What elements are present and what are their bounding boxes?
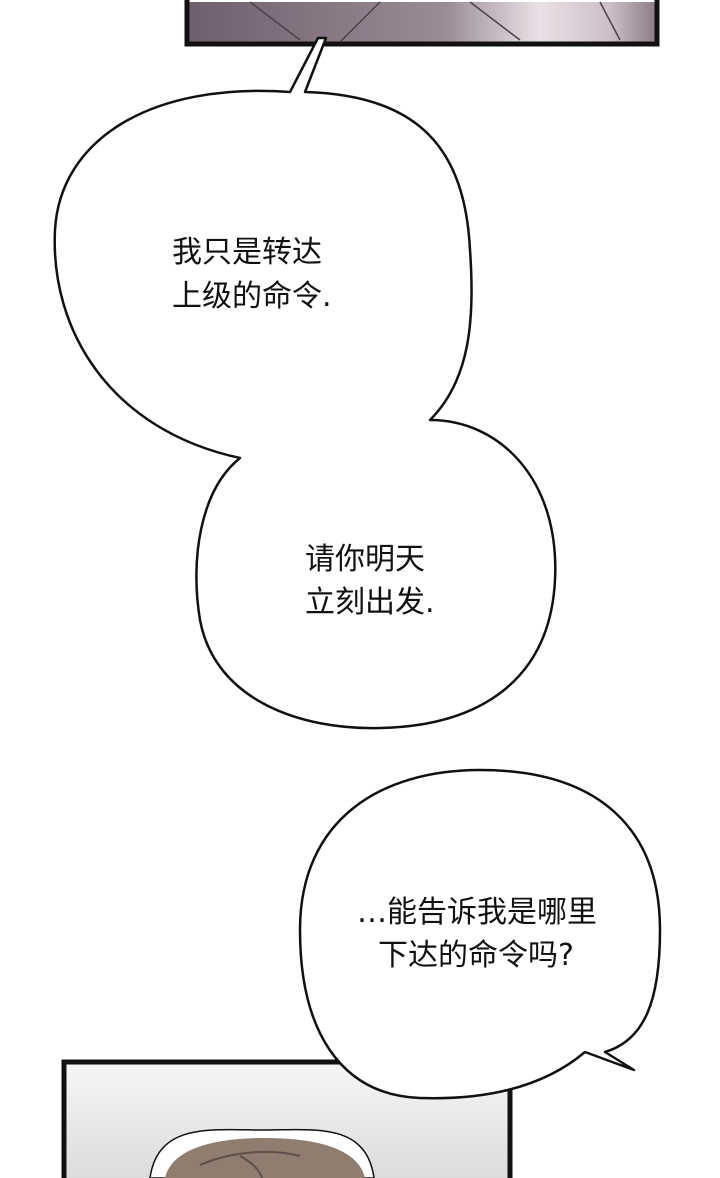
bubble-2-line-2: 立刻出发.	[305, 585, 435, 620]
speech-bubble-1-2	[53, 36, 557, 730]
top-panel	[184, 0, 660, 47]
character-hair	[165, 1138, 365, 1178]
bottom-panel	[61, 1059, 513, 1178]
bubble-2-line-1: 请你明天	[305, 542, 425, 577]
bubble-3-line-1: …能告诉我是哪里	[357, 895, 597, 930]
bubble-1-line-2: 上级的命令.	[172, 279, 332, 314]
speech-bubble-3	[298, 768, 662, 1100]
bubble-1-line-1: 我只是转达	[172, 235, 322, 270]
bubble-3-line-2: 下达的命令吗?	[378, 938, 574, 973]
